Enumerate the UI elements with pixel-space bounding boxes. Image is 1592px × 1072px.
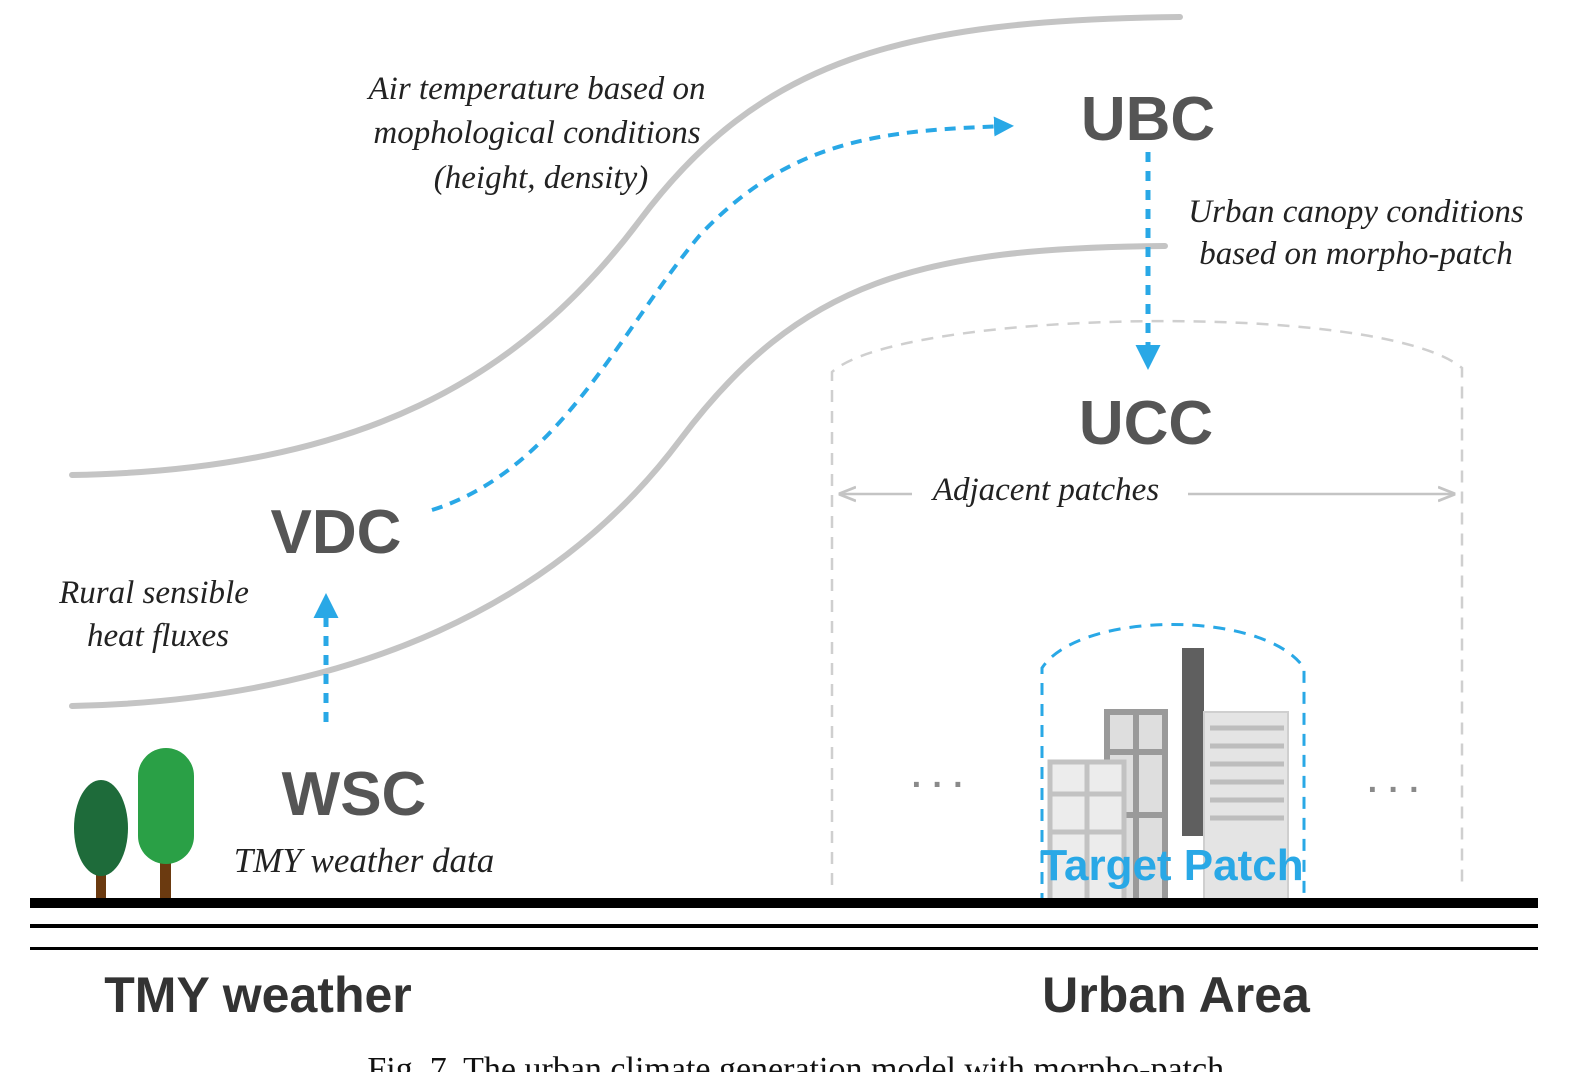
label-urban-area: Urban Area — [1042, 967, 1311, 1023]
figure-caption: Fig. 7. The urban climate generation mod… — [367, 1051, 1232, 1072]
note-air-temperature-3: (height, density) — [434, 160, 648, 196]
ellipsis-left: · · · — [912, 766, 965, 804]
note-urban-canopy-1: Urban canopy conditions — [1188, 194, 1523, 230]
ellipsis-right: · · · — [1368, 771, 1421, 809]
note-air-temperature-1: Air temperature based on — [367, 71, 706, 107]
note-urban-canopy-2: based on morpho-patch — [1199, 236, 1512, 272]
adjacent-patches-boundary — [830, 319, 1464, 885]
boundary-curve-upper — [69, 14, 1183, 478]
ground-line-mid — [30, 924, 1538, 928]
label-ubc: UBC — [1081, 85, 1215, 154]
label-wsc: WSC — [282, 760, 427, 829]
note-rural-flux-2: heat fluxes — [87, 618, 229, 654]
ground-line-thick — [30, 898, 1538, 908]
label-target-patch: Target Patch — [1040, 841, 1303, 890]
label-ucc: UCC — [1079, 389, 1213, 458]
note-rural-flux-1: Rural sensible — [58, 575, 249, 611]
arrow-vdc-to-ubc — [431, 116, 1014, 512]
target-buildings — [1047, 648, 1289, 905]
note-tmy-data: TMY weather data — [234, 841, 495, 880]
note-air-temperature-2: mophological conditions — [373, 115, 700, 151]
label-tmy-weather: TMY weather — [104, 967, 412, 1023]
tree-icon — [74, 748, 194, 902]
ground-line-thin — [30, 947, 1538, 950]
label-vdc: VDC — [271, 498, 402, 567]
target-patch-boundary — [1040, 623, 1306, 905]
note-adjacent-patches: Adjacent patches — [931, 472, 1159, 508]
boundary-curve-lower — [69, 243, 1168, 709]
